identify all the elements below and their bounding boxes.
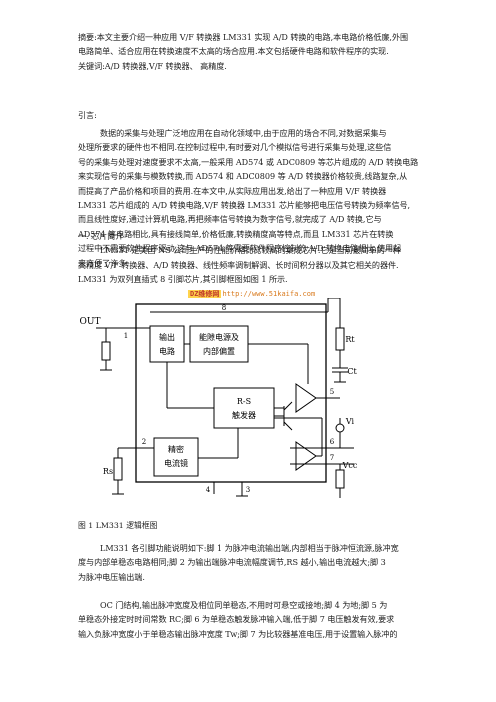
paragraph-line: 数据的采集与处理广泛地应用在自动化领域中,由于应用的场合不同,对数据采集与: [100, 128, 387, 138]
vcc-label-2: Vcc: [342, 461, 358, 470]
abstract: 摘要:本文主要介绍一种应用 V/F 转换器 LM331 实现 A/D 转换的电路…: [78, 30, 434, 73]
block-label: 能隙电源及: [199, 332, 239, 342]
paragraph-line: 高精度 V/F 转换器、A/D 转换器、线性频率调制解调、长时间积分器以及其它相…: [78, 259, 399, 270]
pin-label: 4: [206, 486, 211, 494]
section-1-body: 一. 芯片简介 LM331 是美国 NS 公司生产的性能价格比比较高的集成芯片.…: [78, 229, 434, 287]
keywords-line: 关键词:A/D 转换器,V/F 转换器、 高精度.: [78, 60, 227, 71]
pin-label: 7: [330, 454, 334, 462]
lm331-block-diagram: 输出 电路 能隙电源及 内部偏置 R-S 触发器 精密 电流镜 OUT Vcc …: [80, 298, 358, 498]
block-label: 电流镜: [164, 458, 188, 468]
paragraph-line: LM331 为双列直插式 8 引脚芯片,其引脚框图如图 1 所示.: [78, 274, 288, 285]
bandgap-block: [189, 325, 249, 363]
paragraph-line: AD574 等电路相比,具有接线简单,价格低廉,转换精度高等特点,而且 LM33…: [78, 228, 394, 239]
section-heading: 一. 芯片简介: [78, 231, 124, 241]
pin-description: LM331 各引脚功能说明如下:脚 1 为脉冲电流输出端,内部相当于脉冲恒流源,…: [78, 541, 434, 584]
block-label: 电路: [159, 346, 175, 356]
abstract-line: 摘要:本文主要介绍一种应用 V/F 转换器 LM331 实现 A/D 转换的电路…: [78, 32, 409, 42]
pin-label: 3: [246, 486, 250, 494]
chip-outline: [135, 303, 327, 483]
rt-label: Rt: [345, 335, 355, 344]
paragraph-line: 号的采集与处理对速度要求不太高,一般采用 AD574 或 ADC0809 等芯片…: [78, 156, 419, 167]
figure-caption: 图 1 LM331 逻辑框图: [78, 521, 158, 530]
pin-label: 6: [330, 438, 335, 446]
paragraph-line: LM331 各引脚功能说明如下:脚 1 为脉冲电流输出端,内部相当于脉冲恒流源,…: [100, 543, 399, 553]
comparator-upper: [295, 383, 317, 413]
paragraph-line: 度与内部单稳态电路相同;脚 2 为输出端脉冲电流幅度调节,RS 越小,输出电流越…: [78, 557, 386, 568]
pin-label: 1: [124, 332, 128, 340]
paragraph-line: 单稳态外接定时时间常数 RC;脚 6 为单稳态触发脉冲输入端,低于脚 7 电压触…: [78, 614, 395, 625]
intro-paragraph: 数据的采集与处理广泛地应用在自动化领域中,由于应用的场合不同,对数据采集与 处理…: [78, 126, 434, 270]
output-circuit-block: [149, 325, 185, 363]
abstract-line: 电路简单、适合应用在转换速度不太高的场合应用.本文包括硬件电路和软件程序的实现.: [78, 46, 389, 57]
pin-label: 5: [330, 388, 334, 396]
block-label: 输出: [159, 332, 175, 342]
out-label: OUT: [80, 317, 101, 327]
paragraph-line: 来方便了许多.: [78, 257, 129, 268]
rs-label: Rs: [103, 467, 113, 476]
paragraph-line: 过程中不需要软件程序驱动,这与 AD574 等需要软件程序控制的 A/D 转换电…: [78, 243, 402, 254]
paragraph-line: 而提高了产品价格和项目的费用.在本文中,从实际应用出发,给出了一种应用 V/F …: [78, 185, 387, 196]
comparator-lower: [295, 441, 317, 471]
paragraph-line: LM331 是美国 NS 公司生产的性能价格比比较高的集成芯片.它是当前最简单的…: [100, 245, 401, 256]
paragraph-line: OC 门结构,输出脉冲宽度及相位同单稳态,不用时可悬空或接地;脚 4 为地;脚 …: [100, 600, 388, 610]
block-label: 触发器: [232, 410, 256, 420]
paragraph-line: 而且线性度好,通过计算机电路,再把频率信号转换为数字信号,就完成了 A/D 转换…: [78, 214, 382, 225]
block-label: 精密: [168, 444, 184, 454]
ct-label: Ct: [347, 367, 357, 376]
intro-heading: 引言:: [78, 110, 97, 120]
pin-label: 2: [142, 438, 146, 446]
watermark-logo: DZ维修网: [188, 290, 222, 298]
paragraph-line: 处理所要求的硬件也不相同.在控制过程中,有时要对几个模拟信号进行采集与处理,这些…: [78, 142, 392, 153]
paragraph-line: LM331 芯片组成的 A/D 转换电路,V/F 转换器 LM331 芯片能够把…: [78, 200, 411, 211]
rs-flipflop-block: [213, 387, 275, 429]
watermark-url: http://www.51kaifa.com: [222, 290, 316, 298]
paragraph-line: 输入负脉冲宽度小于单稳态输出脉冲宽度 Tw;脚 7 为比较器基准电压,用于设置输…: [78, 628, 398, 639]
paragraph-line: 来实现信号的采集与模数转换,而 AD574 和 ADC0809 等 A/D 转换…: [78, 171, 408, 182]
current-mirror-block: [153, 437, 199, 477]
oc-description: OC 门结构,输出脉冲宽度及相位同单稳态,不用时可悬空或接地;脚 4 为地;脚 …: [78, 598, 434, 641]
vi-label: Vi: [345, 417, 355, 426]
block-label: 内部偏置: [203, 346, 235, 356]
pin-label: 8: [222, 304, 226, 312]
paragraph-line: 为脉冲电压输出端.: [78, 571, 145, 582]
block-label: R-S: [237, 397, 251, 406]
